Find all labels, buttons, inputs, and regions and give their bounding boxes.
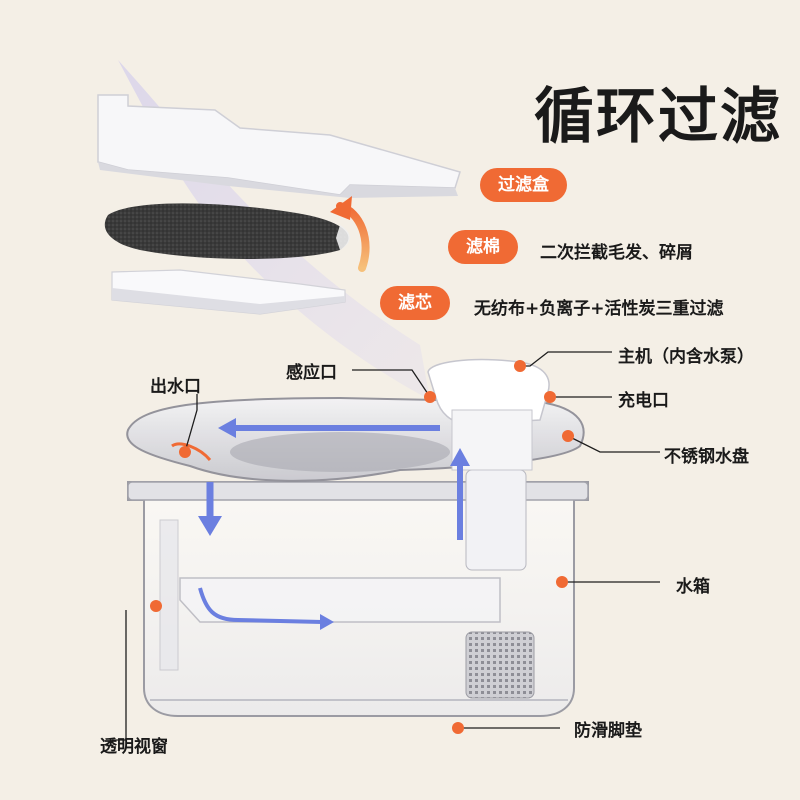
filter-core-badge: 滤芯: [380, 286, 450, 320]
outlet-label: 出水口: [150, 372, 201, 397]
filter-foam-part: [105, 203, 350, 259]
main-unit-label: 主机（内含水泵）: [618, 342, 754, 367]
page-title: 循环过滤: [534, 68, 782, 155]
window-label: 透明视窗: [100, 732, 168, 757]
filter-foam-description: 二次拦截毛发、碎屑: [540, 238, 693, 263]
feet-label: 防滑脚垫: [574, 716, 642, 741]
tank-label: 水箱: [676, 572, 710, 597]
filter-box-part: [98, 95, 460, 198]
charge-port-label: 充电口: [618, 386, 669, 411]
filter-core-description: 无纺布+负离子+活性炭三重过滤: [474, 294, 724, 319]
sensor-label: 感应口: [286, 358, 337, 383]
steel-tray-label: 不锈钢水盘: [664, 442, 749, 467]
water-tank-part: [128, 470, 588, 716]
filter-foam-badge: 滤棉: [448, 230, 518, 264]
filter-box-badge: 过滤盒: [480, 168, 567, 202]
